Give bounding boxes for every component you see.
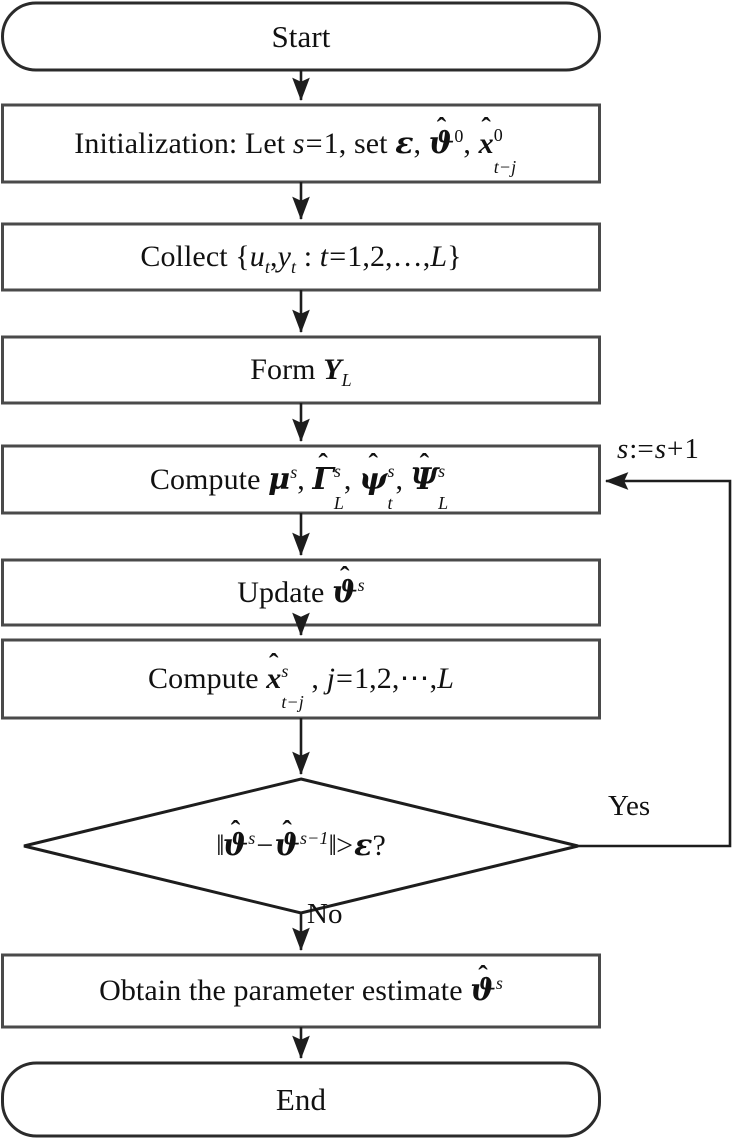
- node-obtain-shape: [1, 953, 601, 1029]
- node-initialization-shape: [1, 103, 601, 184]
- node-compute-mu-shape: [1, 444, 601, 515]
- node-end-shape: [1, 1061, 601, 1138]
- node-collect-shape: [1, 222, 601, 292]
- connector-decision-yes-feedback: [578, 472, 732, 848]
- node-update-shape: [1, 558, 601, 627]
- node-form-shape: [1, 335, 601, 405]
- node-compute-x-shape: [1, 638, 601, 720]
- node-start-shape: [1, 1, 601, 72]
- node-decision-shape: [23, 777, 579, 915]
